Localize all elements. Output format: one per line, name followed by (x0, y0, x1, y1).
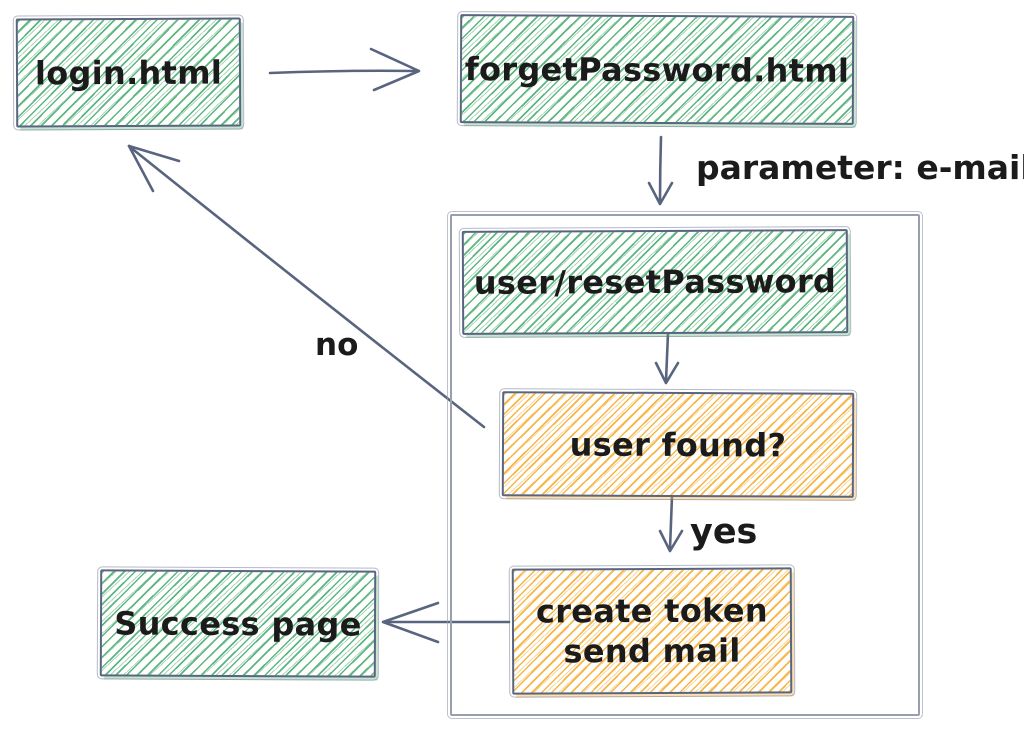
node-success-page-label: Success page (114, 603, 362, 644)
node-login: login.html (12, 14, 245, 131)
node-user-found-label: user found? (569, 425, 787, 464)
arrow-login-to-forgetpassword (268, 47, 421, 92)
edge-label-parameter-email: parameter: e-mail (696, 148, 1024, 187)
node-forget-password: forgetPassword.html (456, 11, 858, 128)
node-create-token-label: create token send mail (536, 590, 768, 671)
node-login-label: login.html (34, 53, 223, 92)
node-forget-password-label: forgetPassword.html (464, 49, 850, 90)
node-reset-password-label: user/resetPassword (473, 262, 837, 302)
edge-label-yes: yes (690, 512, 758, 552)
node-user-found: user found? (498, 388, 858, 501)
node-create-token: create token send mail (508, 564, 796, 698)
node-create-token-line1: create token (535, 591, 768, 631)
node-reset-password: user/resetPassword (458, 226, 852, 338)
node-success-page: Success page (96, 566, 380, 681)
arrow-userfound-to-login-no (127, 144, 486, 429)
arrow-forgetpassword-to-container (647, 135, 674, 206)
server-group-frame (447, 211, 923, 719)
node-create-token-line2: send mail (563, 631, 741, 671)
edge-label-no: no (315, 327, 359, 363)
